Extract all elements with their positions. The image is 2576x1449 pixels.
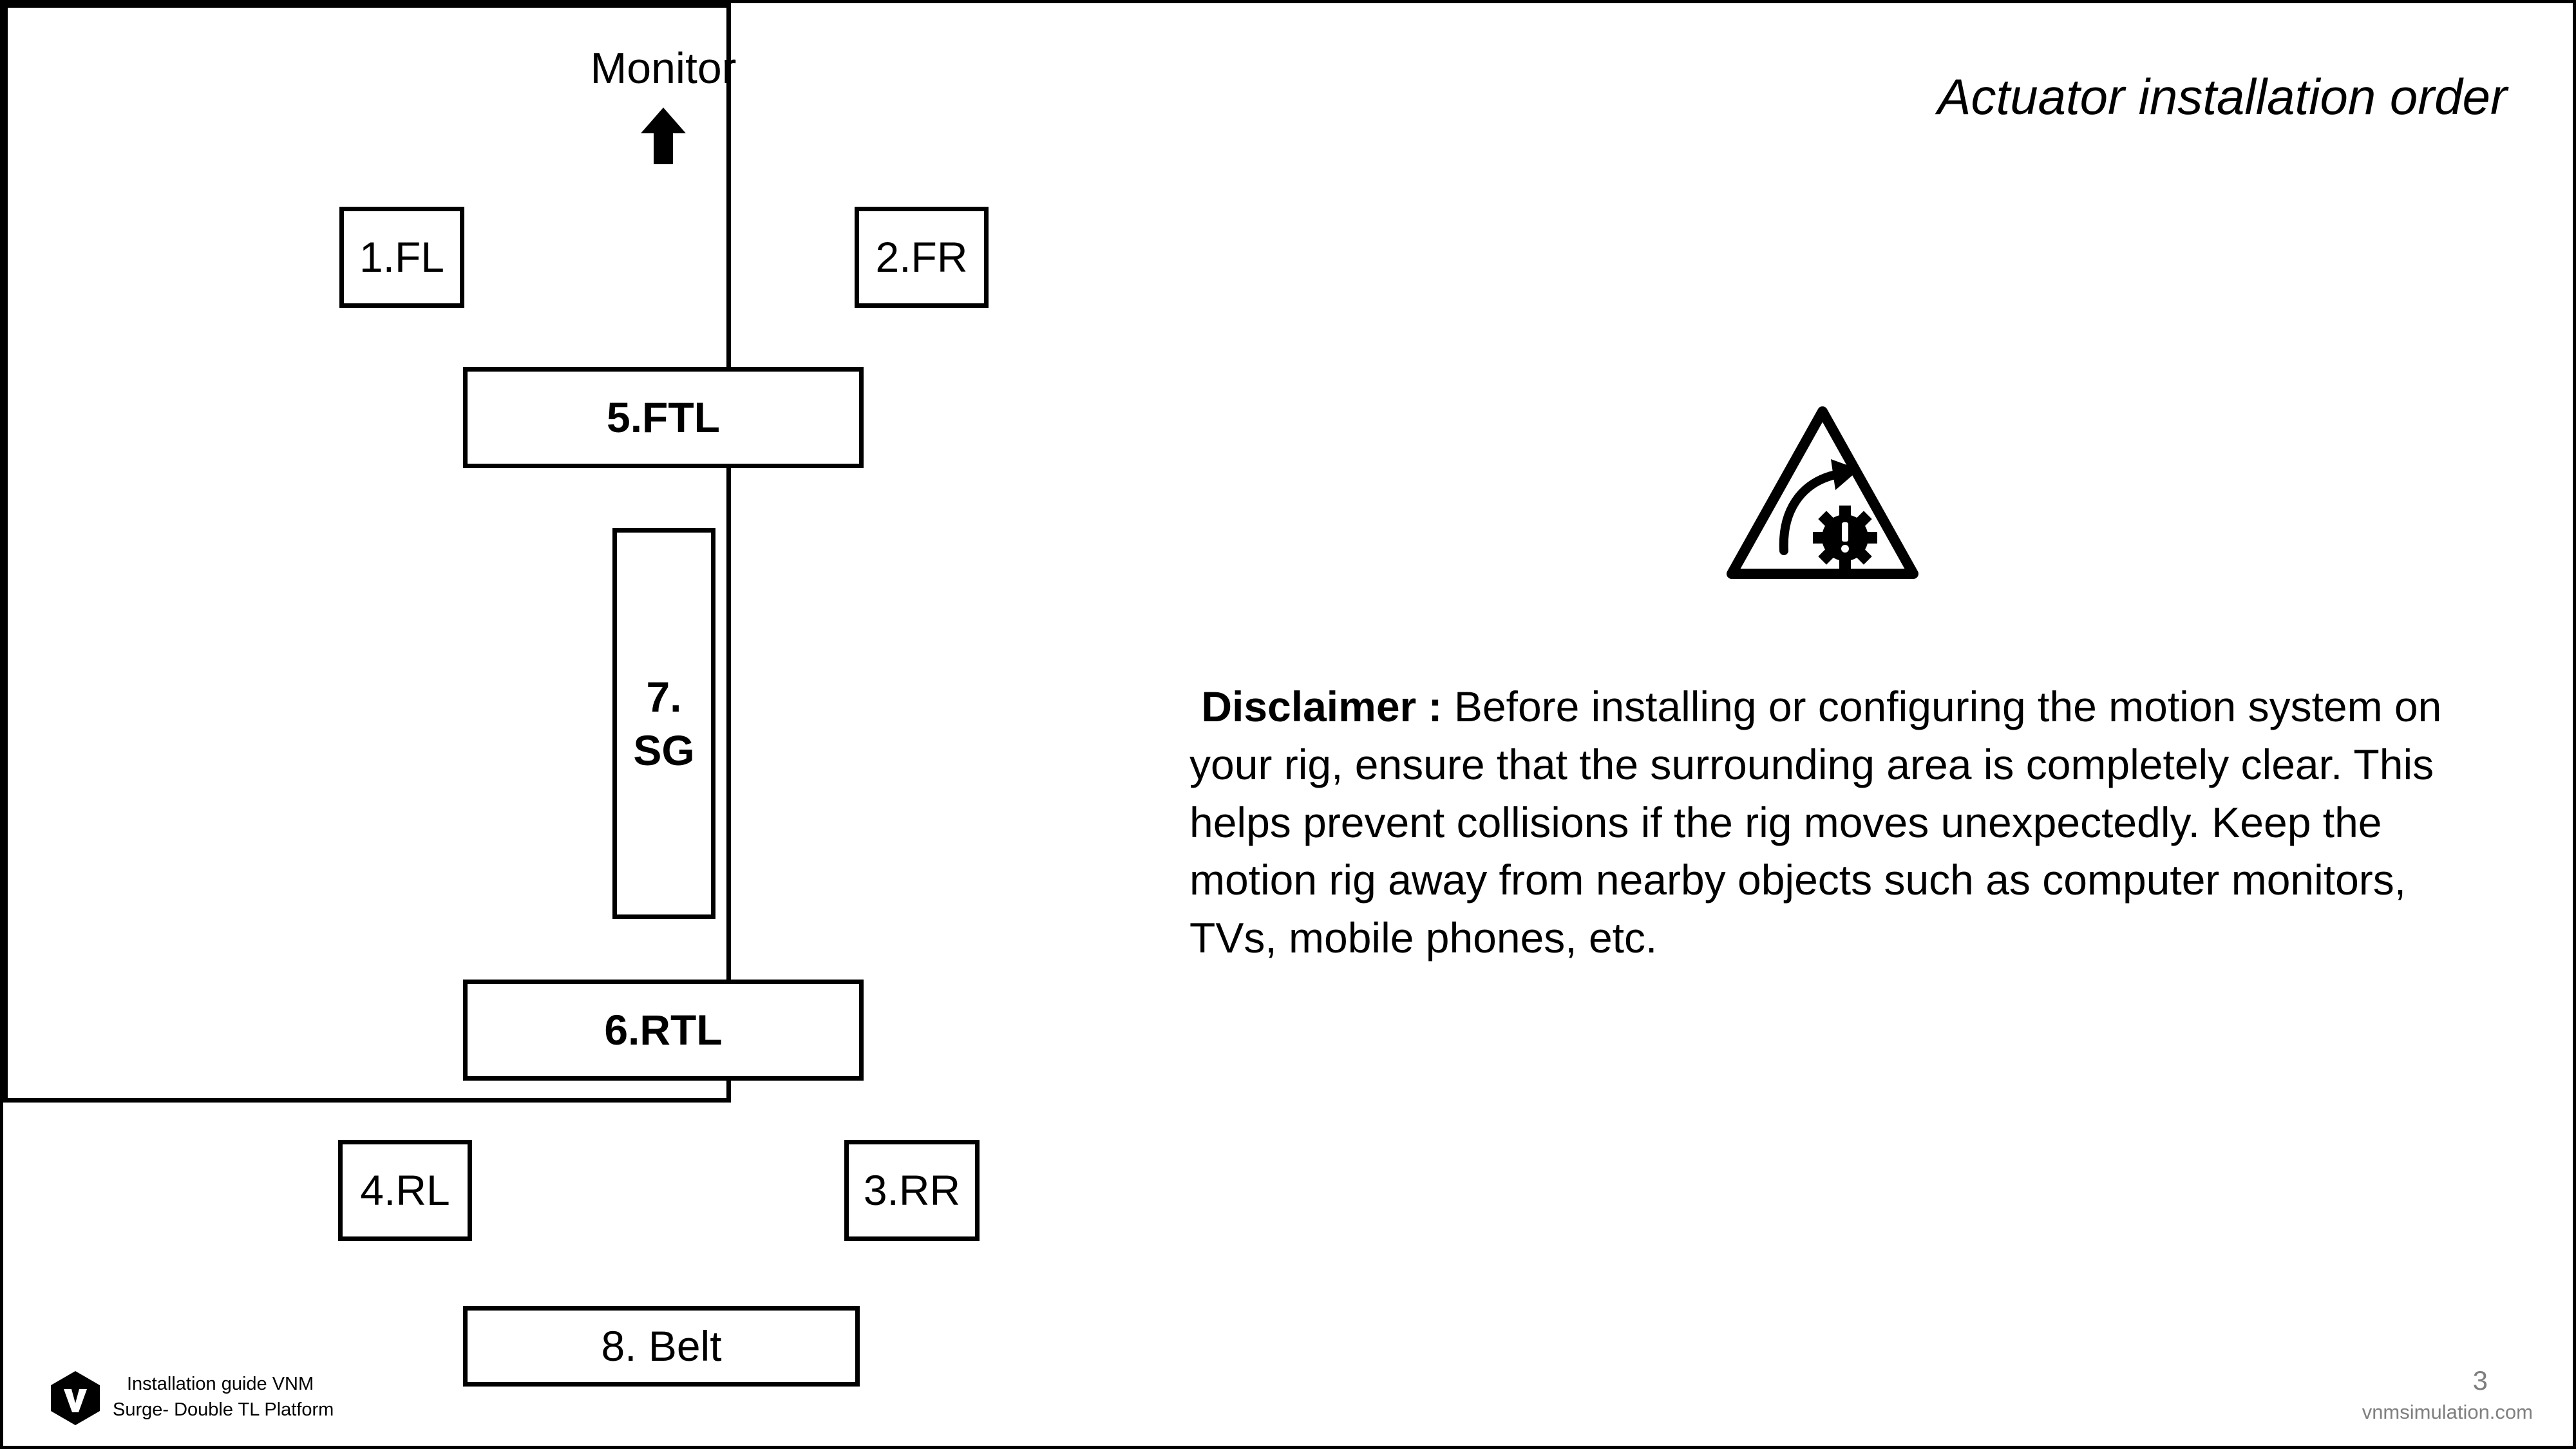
footer-guide-title: Installation guide VNM <box>127 1374 314 1394</box>
moving-parts-warning-icon <box>1727 406 1918 579</box>
monitor-label: Monitor <box>590 44 737 93</box>
actuator-box-fr: 2.FR <box>855 207 989 308</box>
actuator-box-rl: 4.RL <box>338 1140 472 1241</box>
actuator-label-sg-number: 7. <box>646 673 682 721</box>
actuator-label-rl: 4.RL <box>360 1166 450 1215</box>
footer-guide-subtitle: Surge- Double TL Platform <box>113 1399 334 1420</box>
actuator-box-sg: 7. SG <box>612 528 715 919</box>
actuator-label-sg: SG <box>633 726 695 774</box>
disclaimer-text: Before installing or configuring the mot… <box>1189 683 2442 961</box>
actuator-label-rr: 3.RR <box>863 1166 961 1215</box>
actuator-box-rr: 3.RR <box>844 1140 980 1241</box>
actuator-box-belt: 8. Belt <box>463 1306 860 1387</box>
website-url: vnmsimulation.com <box>2362 1401 2533 1423</box>
actuator-label-belt: 8. Belt <box>601 1322 722 1370</box>
vnm-logo-icon <box>51 1371 100 1425</box>
page-number: 3 <box>2472 1365 2488 1396</box>
actuator-label-fr: 2.FR <box>875 233 968 281</box>
actuator-box-rtl: 6.RTL <box>463 980 864 1081</box>
platform-outline <box>3 3 731 1103</box>
disclaimer-label: Disclaimer : <box>1201 683 1443 730</box>
actuator-box-fl: 1.FL <box>339 207 464 308</box>
actuator-label-ftl: 5.FTL <box>607 393 720 442</box>
arrow-up-icon <box>641 108 686 164</box>
slide-title: Actuator installation order <box>1937 68 2507 125</box>
actuator-label-fl: 1.FL <box>359 233 445 281</box>
actuator-box-ftl: 5.FTL <box>463 367 864 468</box>
actuator-label-rtl: 6.RTL <box>604 1006 723 1054</box>
disclaimer-paragraph: Disclaimer : Before installing or config… <box>1189 678 2503 967</box>
